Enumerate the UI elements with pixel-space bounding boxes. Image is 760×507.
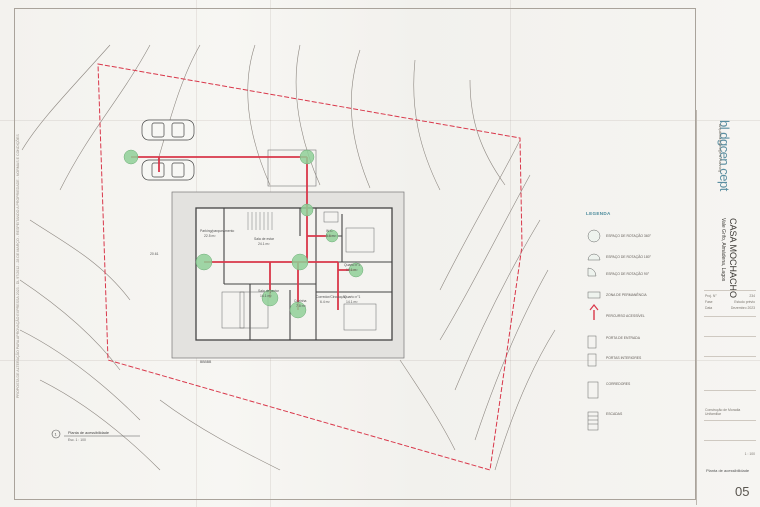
legend-symbols [587, 229, 601, 431]
contour-lines [19, 44, 556, 471]
room-label: Cozinha [294, 299, 307, 303]
room-area: 14.1 m² [346, 300, 358, 304]
paper-fold [0, 120, 760, 121]
room-area: 14.1 m² [260, 294, 272, 298]
legend-item: PERCURSO ACESSÍVEL [606, 314, 645, 318]
level-mark: 20.61 [150, 252, 159, 256]
room-label: Sala de estar [254, 237, 275, 241]
brand-subtitle: Arquitetura Design & Planning [718, 124, 722, 173]
legend-item: ESPAÇO DE ROTAÇÃO 360° [606, 234, 651, 238]
project-title: CASA MOCHACHO [728, 218, 738, 299]
legend-item: ESPAÇO DE ROTAÇÃO 180° [606, 255, 651, 259]
room-area: 10.1 m² [346, 268, 358, 272]
caption-number: 1 [55, 432, 58, 437]
furniture [221, 211, 377, 331]
titleblock-row: Proj. N°234 [705, 294, 755, 298]
room-label: Quarto n°2 [344, 263, 361, 267]
room-label: Sala de jantar [258, 289, 280, 293]
title-block [696, 110, 759, 505]
stairs [247, 212, 273, 230]
rotation-space-icon [123, 149, 364, 319]
sheet-number: 05 [735, 484, 750, 499]
room-label: W.C. [326, 229, 333, 233]
driveway [267, 149, 317, 187]
caption-title: Planta de acessibilidade [68, 431, 109, 435]
room-label: Quarto n°1 [344, 295, 361, 299]
caption-scale: Esc. 1 : 100 [68, 438, 86, 442]
client-label: Construção de Moradia Unifamiliar [705, 408, 741, 416]
paper-fold [0, 360, 760, 361]
property-boundary [97, 63, 523, 471]
drawing-frame [14, 8, 696, 500]
legend-item: PORTAS INTERIORES [606, 356, 642, 360]
legend-item: ESCADAS [606, 412, 623, 416]
room-label: Corredor/Circulação [316, 295, 346, 299]
drawing-name: Planta de acessibilidade [706, 468, 750, 473]
legend-item: ESPAÇO DE ROTAÇÃO 90° [606, 272, 650, 276]
room-area: 22.5 m² [204, 234, 216, 238]
project-location: Vale Grifo, Almádena, Lagos [720, 218, 726, 282]
room-area: 5.6 m² [326, 234, 336, 238]
legend-item: ZONA DE PERMANÊNCIA [606, 293, 647, 297]
legend-item: PORTA DE ENTRADA [606, 336, 640, 340]
car-icon [141, 159, 195, 181]
legend-title: LEGENDA [586, 211, 611, 216]
car-icon [141, 119, 195, 141]
caption-marker [51, 429, 61, 439]
room-area: 24.1 m² [258, 242, 270, 246]
room-area: 6.4 m² [320, 300, 330, 304]
legend-item: CORREDORES [606, 382, 631, 386]
paper-fold [510, 0, 511, 507]
scale-row: 1 : 100 [744, 452, 755, 456]
room-label: Parking/parqueamento [200, 229, 234, 233]
room-area: 7.8 m² [296, 304, 306, 308]
level-mark: BBBBB [200, 360, 212, 364]
